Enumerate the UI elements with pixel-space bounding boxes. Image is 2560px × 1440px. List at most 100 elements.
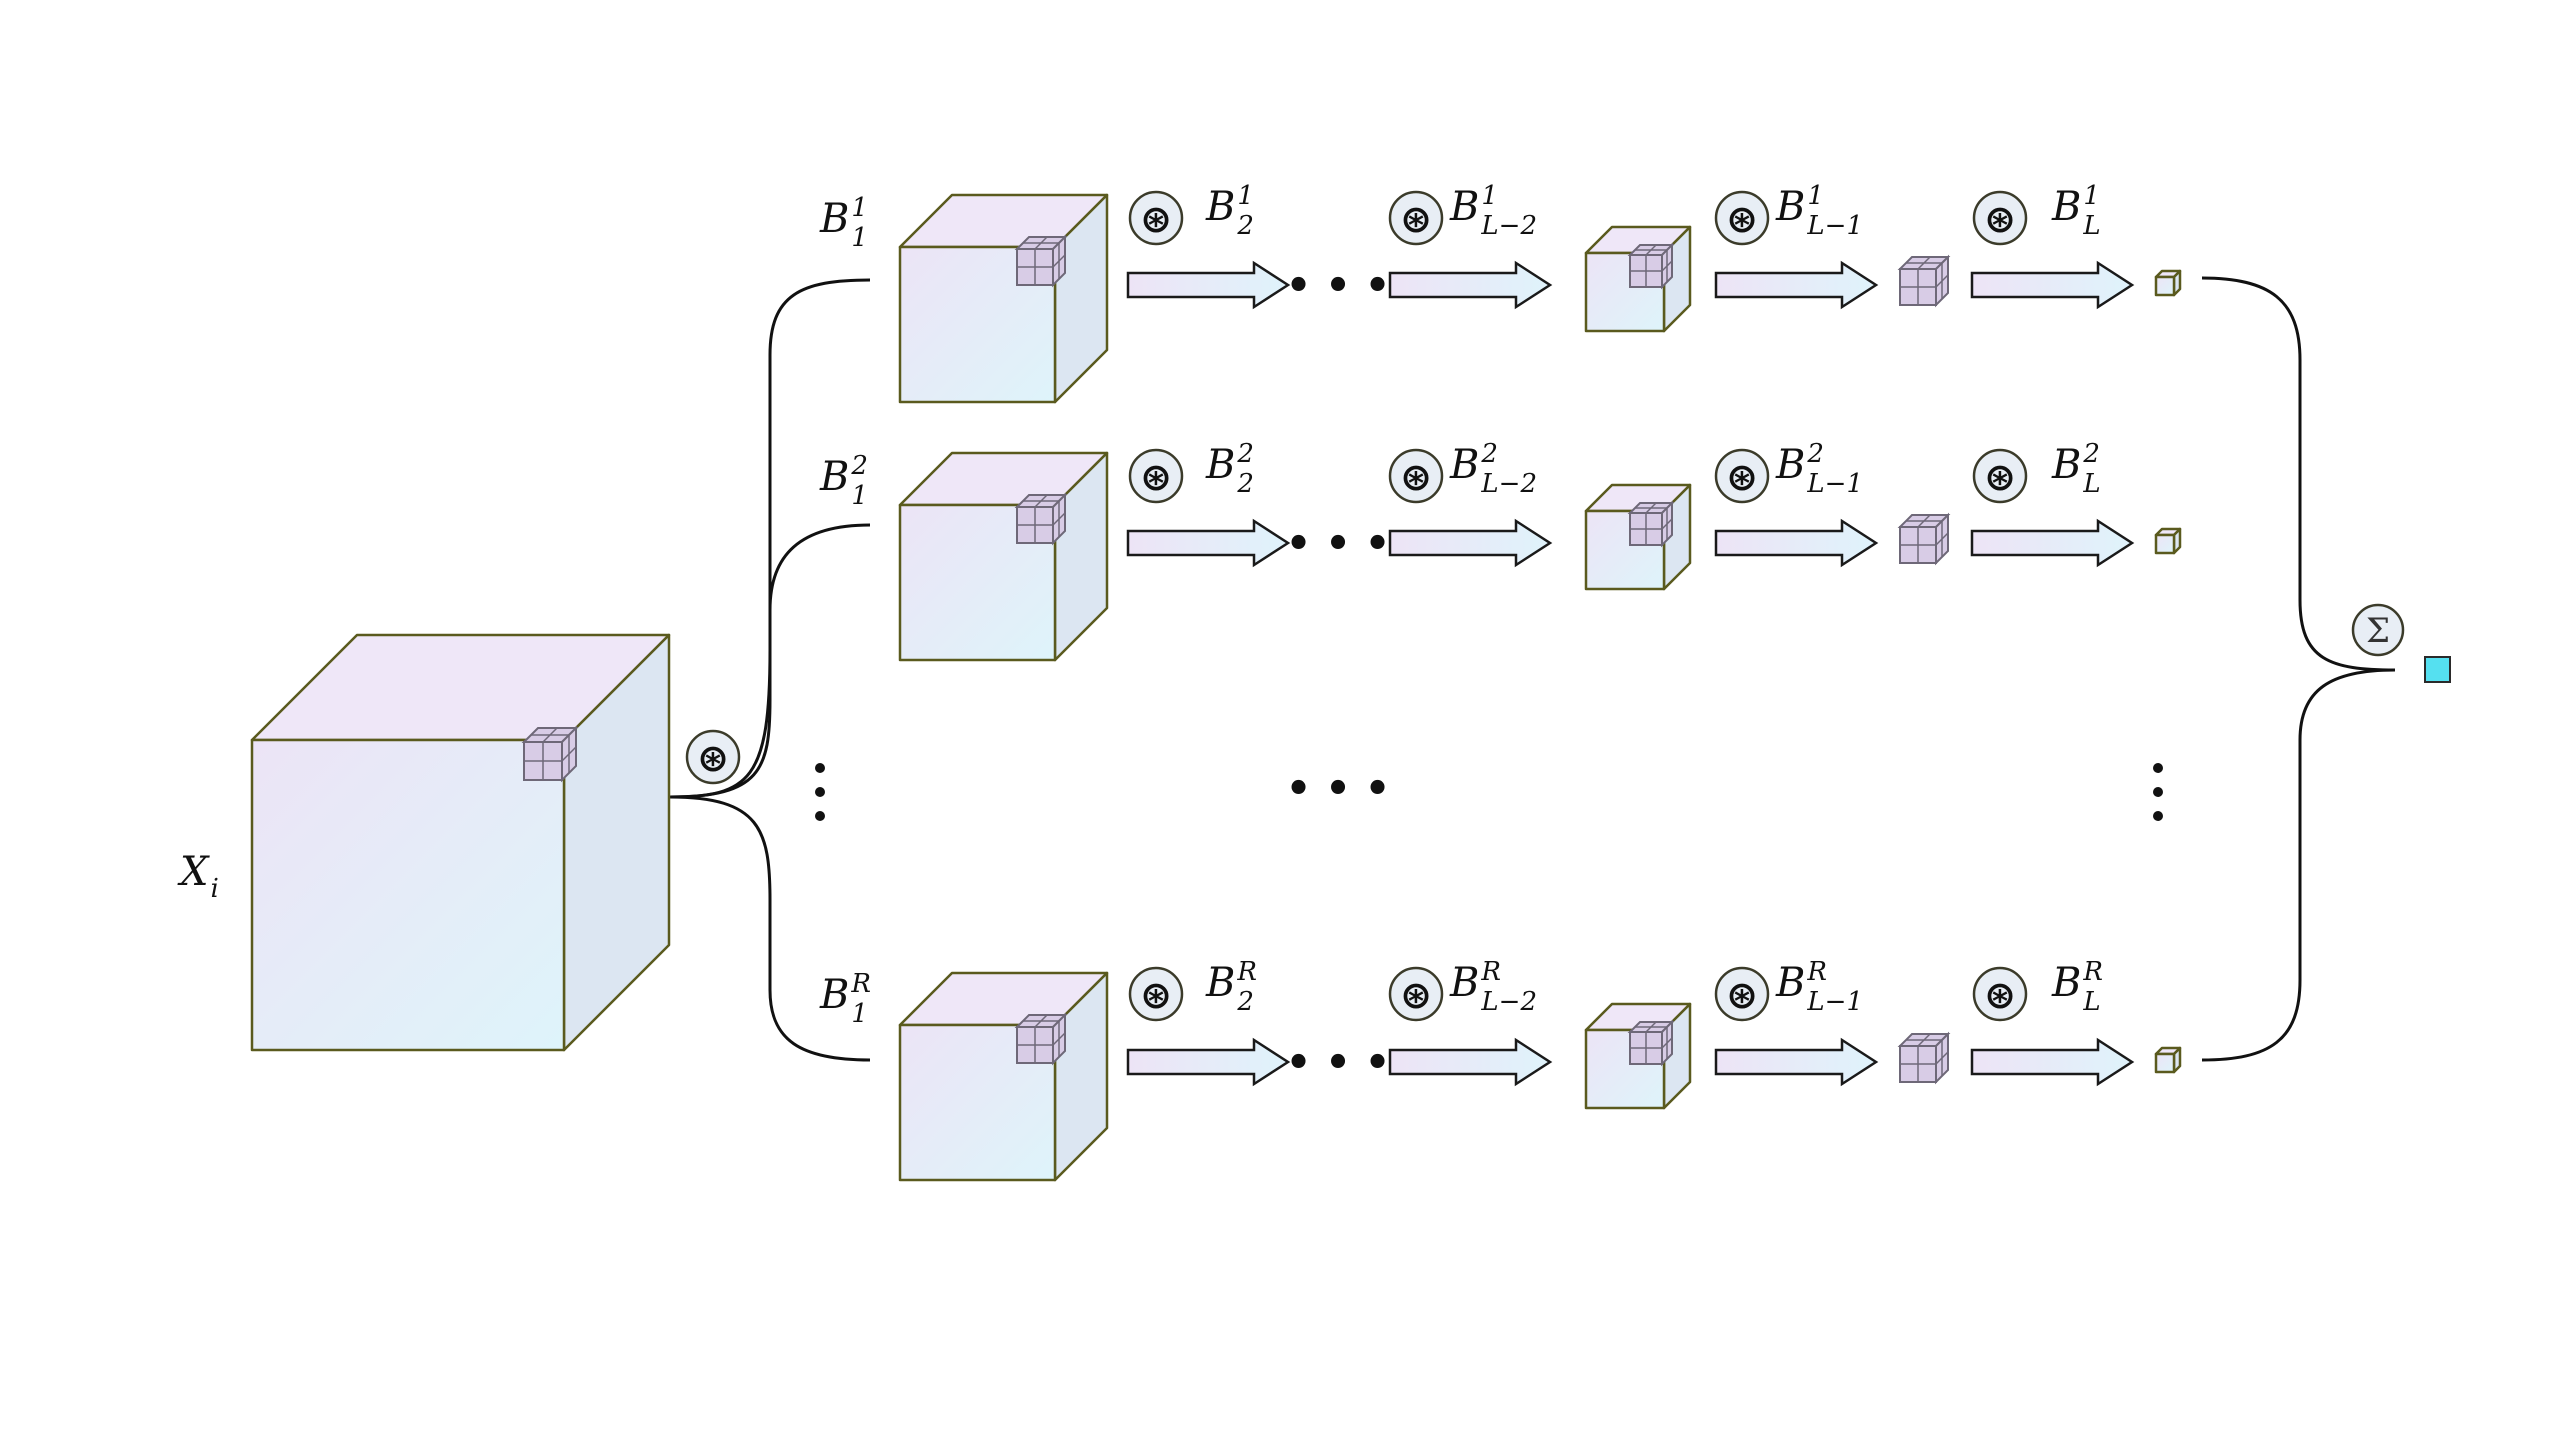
rR-cube-1-kernel — [1014, 1012, 1068, 1066]
r1-label-4-sub: L−1 — [1806, 211, 1863, 241]
rR-cube-small — [1897, 1031, 1951, 1085]
vdots-left — [815, 763, 825, 821]
middle-ellipsis: • • • — [1286, 766, 1391, 812]
r1-label-2: B1 — [1205, 181, 1254, 230]
ellipsis-marks: • • • • • • • • • • • • — [815, 263, 2163, 1086]
r1-arrow-1 — [1126, 260, 1291, 310]
input-tensor-kernel — [521, 725, 579, 783]
r2-cube-mid-kernel — [1627, 500, 1675, 548]
rR-label-1-sub: 1 — [851, 999, 868, 1029]
r1-conv-2: ⊛ — [1388, 190, 1444, 246]
r1-label-4: B1 — [1775, 181, 1824, 230]
input-label: Xi — [177, 849, 219, 904]
r2-conv-1: ⊛ — [1128, 448, 1184, 504]
rR-conv-2: ⊛ — [1388, 966, 1444, 1022]
connector-r1 — [669, 278, 871, 799]
svg-text:⊛: ⊛ — [1984, 455, 2016, 499]
svg-text:⊛: ⊛ — [1140, 197, 1172, 241]
r2-conv-3: ⊛ — [1714, 448, 1770, 504]
r1-ellipsis: • • • — [1286, 263, 1391, 309]
rR-label-5: BR — [2051, 957, 2103, 1006]
r2-ellipsis: • • • — [1286, 521, 1391, 567]
rR-label-3: BR — [1449, 957, 1501, 1006]
r2-label-2: B2 — [1205, 439, 1254, 488]
r2-cube-1 — [898, 451, 1109, 662]
rR-ellipsis: • • • — [1286, 1040, 1391, 1086]
svg-text:⊛: ⊛ — [1984, 197, 2016, 241]
rR-cube-1 — [898, 971, 1109, 1182]
rR-label-1: BR — [819, 969, 871, 1018]
rR-arrow-3 — [1714, 1037, 1879, 1087]
r1-arrow-2 — [1388, 260, 1553, 310]
rR-arrow-1 — [1126, 1037, 1291, 1087]
svg-text:Σ: Σ — [2366, 611, 2390, 651]
r2-label-4: B2 — [1775, 439, 1824, 488]
sum-symbol: Σ — [2351, 603, 2405, 657]
svg-text:⊛: ⊛ — [1726, 455, 1758, 499]
r1-cube-mid-kernel — [1627, 242, 1675, 290]
flow-arrows — [1126, 260, 2135, 1087]
output-scalar — [2424, 656, 2451, 683]
r2-label-4-sub: L−1 — [1806, 469, 1863, 499]
svg-text:⊛: ⊛ — [697, 736, 729, 780]
svg-text:⊛: ⊛ — [1140, 973, 1172, 1017]
r1-arrow-3 — [1714, 260, 1879, 310]
merge-rR — [2201, 668, 2396, 1062]
rR-label-3-sub: L−2 — [1480, 987, 1537, 1017]
tensor-cubes — [250, 193, 2451, 1182]
rR-label-4: BR — [1775, 957, 1827, 1006]
svg-text:⊛: ⊛ — [1726, 973, 1758, 1017]
r1-cube-mid — [1584, 225, 1692, 333]
rR-label-2-sub: 2 — [1236, 987, 1254, 1017]
svg-text:⊛: ⊛ — [1400, 197, 1432, 241]
svg-text:⊛: ⊛ — [1140, 455, 1172, 499]
merge-r1 — [2201, 276, 2396, 672]
r1-cube-1-kernel — [1014, 234, 1068, 288]
r2-arrow-2 — [1388, 518, 1553, 568]
r1-conv-1: ⊛ — [1128, 190, 1184, 246]
svg-text:⊛: ⊛ — [1400, 973, 1432, 1017]
rR-label-5-sub: L — [2082, 987, 2100, 1017]
connector-r2 — [669, 523, 871, 799]
r2-arrow-1 — [1126, 518, 1291, 568]
r1-conv-3: ⊛ — [1714, 190, 1770, 246]
r2-cube-mid — [1584, 483, 1692, 591]
connector-rR — [669, 795, 871, 1062]
r1-cube-1 — [898, 193, 1109, 404]
r2-cube-tiny — [2154, 527, 2182, 555]
r2-label-5: B2 — [2051, 439, 2100, 488]
vdots-right — [2153, 763, 2163, 821]
r1-label-1: B1 — [819, 193, 868, 242]
rR-cube-tiny — [2154, 1046, 2182, 1074]
r1-label-3: B1 — [1449, 181, 1498, 230]
rR-conv-4: ⊛ — [1972, 966, 2028, 1022]
svg-text:⊛: ⊛ — [1984, 973, 2016, 1017]
r2-label-1: B2 — [819, 451, 868, 500]
r1-conv-4: ⊛ — [1972, 190, 2028, 246]
r1-label-1-sub: 1 — [851, 223, 868, 253]
r1-label-5-sub: L — [2082, 211, 2100, 241]
rR-cube-mid — [1584, 1002, 1692, 1110]
branch-connectors — [669, 276, 2396, 1062]
r2-conv-2: ⊛ — [1388, 448, 1444, 504]
r1-label-3-sub: L−2 — [1480, 211, 1537, 241]
rR-arrow-4 — [1970, 1037, 2135, 1087]
r1-arrow-4 — [1970, 260, 2135, 310]
rR-conv-1: ⊛ — [1128, 966, 1184, 1022]
rR-arrow-2 — [1388, 1037, 1553, 1087]
r2-conv-4: ⊛ — [1972, 448, 2028, 504]
svg-text:⊛: ⊛ — [1726, 197, 1758, 241]
input-tensor — [250, 633, 671, 1052]
rR-cube-mid-kernel — [1627, 1019, 1675, 1067]
operator-symbols: ⊛ ⊛ ⊛ ⊛ ⊛ ⊛ ⊛ ⊛ ⊛ ⊛ ⊛ ⊛ ⊛ Σ — [685, 190, 2405, 1022]
r1-label-5: B1 — [2051, 181, 2100, 230]
r1-label-2-sub: 2 — [1236, 211, 1254, 241]
input-conv-symbol: ⊛ — [685, 729, 741, 785]
r2-cube-small — [1897, 512, 1951, 566]
rR-label-4-sub: L−1 — [1806, 987, 1863, 1017]
r1-cube-tiny — [2154, 269, 2182, 297]
r2-label-5-sub: L — [2082, 469, 2100, 499]
r2-arrow-3 — [1714, 518, 1879, 568]
